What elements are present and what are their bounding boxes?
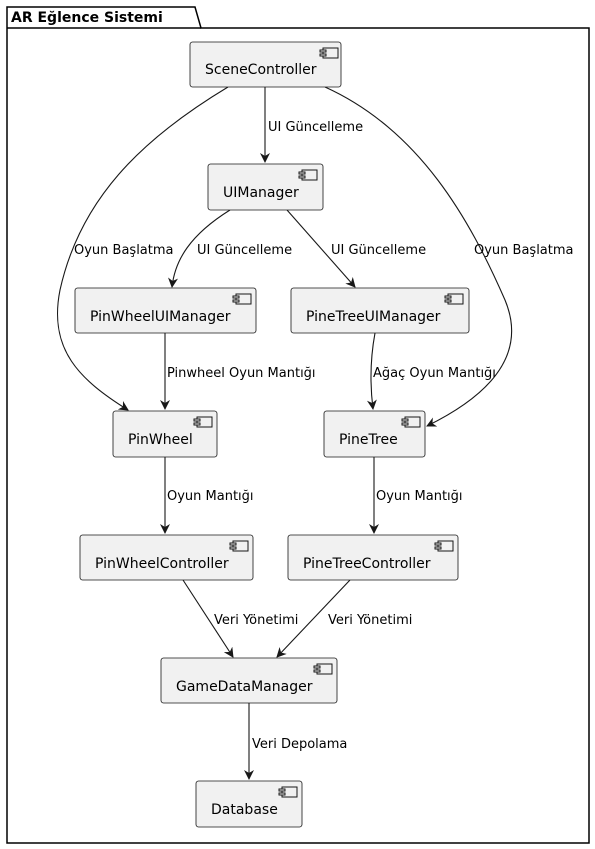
edge-scene-to-pinwheel xyxy=(56,86,229,411)
component-icon xyxy=(444,293,464,305)
edges xyxy=(56,86,512,780)
component-icon xyxy=(401,416,421,428)
edge-label-pinetree-to-controller: Oyun Mantığı xyxy=(376,489,463,504)
edge-labels: UI Güncelleme Oyun Başlatma Oyun Başlatm… xyxy=(74,120,574,752)
component-icon xyxy=(232,293,252,305)
edge-scene-to-pinetree xyxy=(324,86,512,427)
node-label: PineTree xyxy=(339,432,398,448)
edge-ui-to-pinetree-ui xyxy=(286,209,356,288)
component-icon xyxy=(434,540,454,552)
component-icon xyxy=(319,47,339,59)
component-icon xyxy=(313,663,333,675)
node-label: PinWheelUIManager xyxy=(90,309,231,325)
edge-label-scene-to-ui: UI Güncelleme xyxy=(268,120,363,135)
node-label: PineTreeUIManager xyxy=(306,309,441,325)
component-icon xyxy=(278,786,298,798)
component-pinwheel[interactable]: PinWheel xyxy=(112,410,218,458)
edge-pinetree-ui-to-pinetree xyxy=(366,332,377,410)
edge-label-scene-to-pinwheel: Oyun Başlatma xyxy=(74,243,174,258)
component-database[interactable]: Database xyxy=(195,780,303,828)
component-pinetree-ui-manager[interactable]: PineTreeUIManager xyxy=(290,287,470,334)
node-label: Database xyxy=(211,802,278,818)
node-label: PinWheelController xyxy=(95,556,229,572)
component-game-data-manager[interactable]: GameDataManager xyxy=(160,657,338,704)
edge-pinetree-controller-to-gdm xyxy=(276,579,351,658)
node-label: SceneController xyxy=(205,62,317,78)
component-ui-manager[interactable]: UIManager xyxy=(207,163,324,211)
component-pinetree-controller[interactable]: PineTreeController xyxy=(287,534,459,581)
edge-label-pinwheel-controller-to-gdm: Veri Yönetimi xyxy=(214,613,298,628)
edge-label-pinwheel-to-controller: Oyun Mantığı xyxy=(167,489,254,504)
component-pinetree[interactable]: PineTree xyxy=(323,410,426,458)
component-scene-controller[interactable]: SceneController xyxy=(189,41,342,88)
node-label: PinWheel xyxy=(128,432,193,448)
edge-label-pinwheel-ui-to-pinwheel: Pinwheel Oyun Mantığı xyxy=(167,366,316,381)
edge-label-ui-to-pinwheel-ui: UI Güncelleme xyxy=(197,243,292,258)
edge-label-scene-to-pinetree: Oyun Başlatma xyxy=(474,243,574,258)
edge-label-pinetree-ui-to-pinetree: Ağaç Oyun Mantığı xyxy=(373,366,496,381)
component-pinwheel-controller[interactable]: PinWheelController xyxy=(79,534,254,581)
package-title: AR Eğlence Sistemi xyxy=(11,10,163,26)
edge-label-pinetree-controller-to-gdm: Veri Yönetimi xyxy=(328,613,412,628)
node-label: GameDataManager xyxy=(176,679,313,695)
edge-ui-to-pinwheel-ui xyxy=(168,209,231,288)
edge-label-ui-to-pinetree-ui: UI Güncelleme xyxy=(331,243,426,258)
node-label: PineTreeController xyxy=(303,556,431,572)
component-icon xyxy=(193,416,213,428)
component-icon xyxy=(298,169,318,181)
component-pinwheel-ui-manager[interactable]: PinWheelUIManager xyxy=(74,287,257,334)
component-icon xyxy=(229,540,249,552)
edge-pinwheel-controller-to-gdm xyxy=(182,579,234,658)
node-label: UIManager xyxy=(223,185,299,201)
edge-label-gdm-to-database: Veri Depolama xyxy=(252,737,347,752)
package-frame: AR Eğlence Sistemi xyxy=(6,6,590,844)
